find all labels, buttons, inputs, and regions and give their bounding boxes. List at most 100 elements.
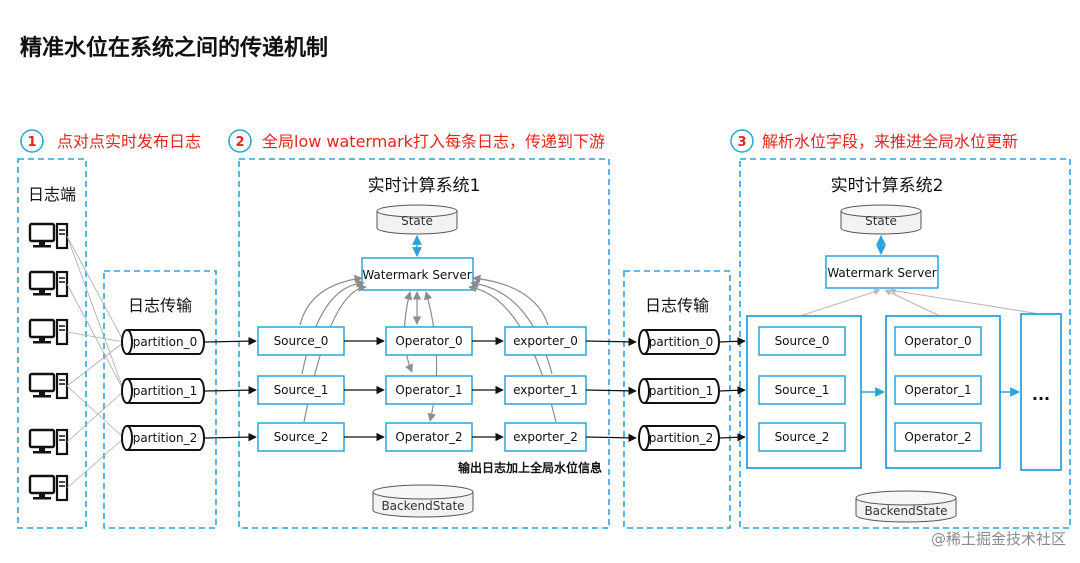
computer-stand <box>39 289 45 293</box>
system-1-state: State <box>376 204 458 235</box>
computer-icon <box>28 474 69 502</box>
computer-base <box>33 293 51 296</box>
transport-2-partition: partition_1 <box>638 378 720 404</box>
system-1-exporter-label: exporter_2 <box>513 430 578 444</box>
transport-1-partition-end <box>121 329 133 355</box>
transport-2-partition-label: partition_2 <box>649 431 714 445</box>
computer-base <box>33 497 51 500</box>
transport-2-partition-end <box>638 378 650 404</box>
system-1-source-label: Source_0 <box>274 334 329 348</box>
system-2-backend-label: BackendState <box>864 504 947 518</box>
system-1-flows <box>204 336 637 443</box>
system-2-feedback-arrows <box>799 287 1041 317</box>
flow-partition-to-system-2 <box>718 386 746 395</box>
transport-2-partition-label: partition_0 <box>649 335 714 349</box>
system-2-source-label: Source_2 <box>775 430 830 444</box>
transport-2-partition-end <box>638 425 650 451</box>
computer-partition-link <box>66 283 125 392</box>
system-2-state-cylinder <box>840 211 922 235</box>
system-1-backend-state: BackendState <box>372 484 474 518</box>
computer-partition-link <box>66 390 125 443</box>
system-1-label: 实时计算系统1 <box>368 176 481 196</box>
transport-1-partition: partition_0 <box>121 329 205 355</box>
step-2: 2 全局low watermark打入每条日志，传递到下游 <box>228 129 605 153</box>
computer-stand <box>39 337 45 341</box>
system-1-source-label: Source_2 <box>274 430 329 444</box>
flow-partition-to-source <box>204 336 257 346</box>
transport-2-group <box>623 270 731 529</box>
feedback-source-0 <box>299 274 363 326</box>
computer-monitor <box>28 474 56 495</box>
computer-icon <box>28 428 69 456</box>
system-2-operator-label: Operator_2 <box>904 430 971 444</box>
system-1-operator-label: Operator_2 <box>395 430 462 444</box>
log-side-group <box>17 158 87 529</box>
system-2-state-label: State <box>865 214 897 228</box>
step-2-text: 全局low watermark打入每条日志，传递到下游 <box>262 132 605 151</box>
system-1-feedback-arrows <box>299 274 557 423</box>
transport-2-label: 日志传输 <box>645 296 709 315</box>
system-1-state-label: State <box>401 214 433 228</box>
computer-tower <box>55 428 69 456</box>
transport-1-partition-label: partition_1 <box>133 384 198 398</box>
transport-2-partition: partition_2 <box>638 425 720 451</box>
site-watermark: @稀土掘金技术社区 <box>930 530 1066 548</box>
flow-exporter-to-partition <box>585 337 637 347</box>
computer-icon <box>28 270 69 298</box>
flow-partition-to-system-2 <box>718 337 746 346</box>
feedback-s2-sources <box>799 288 881 317</box>
computer-partition-link <box>66 235 125 392</box>
transport-2-partitions: partition_0 partition_1 partition_2 <box>638 329 720 451</box>
computer-list <box>28 222 69 502</box>
computer-monitor <box>28 222 56 243</box>
computer-tower <box>55 222 69 250</box>
system-1-operator-box <box>385 326 473 356</box>
system-2-source-label: Source_1 <box>775 383 830 397</box>
system-2-label: 实时计算系统2 <box>831 176 944 196</box>
feedback-s2-tail <box>889 287 1041 315</box>
system-1-exporter-box <box>504 326 587 356</box>
flow-partition-to-system-2 <box>718 433 746 442</box>
flow-partition-to-source <box>204 385 257 395</box>
computer-stand <box>39 493 45 497</box>
system-1-state-cylinder <box>376 211 458 235</box>
computer-icon <box>28 318 69 346</box>
computer-tower <box>55 270 69 298</box>
transport-1-partition-end <box>121 425 133 451</box>
computer-icon <box>28 222 69 250</box>
system-2-state: State <box>840 204 922 235</box>
computer-partition-link <box>66 385 125 439</box>
system-2-source-label: Source_0 <box>775 334 830 348</box>
feedback-operator-2 <box>423 291 438 422</box>
system-1-source-label: Source_1 <box>274 383 329 397</box>
computer-partition-link <box>66 331 125 343</box>
computer-partition-link <box>66 437 125 489</box>
computer-base <box>33 451 51 454</box>
computer-tower <box>55 474 69 502</box>
feedback-s2-operators <box>884 289 941 317</box>
step-3-circle <box>730 129 754 153</box>
transport-1-partition-body <box>127 425 205 451</box>
transport-2-partition-end <box>638 329 650 355</box>
computer-partition-link <box>66 341 125 387</box>
system-1-group <box>238 158 610 529</box>
system-2-backend-state: BackendState <box>855 490 957 523</box>
system-1-state-top <box>376 204 458 218</box>
computer-stand <box>39 241 45 245</box>
transport-1-partition-body <box>127 378 205 404</box>
step-1-circle <box>20 129 44 153</box>
transport-1-partition-body <box>127 329 205 355</box>
computer-monitor <box>28 428 56 449</box>
computer-icon <box>28 372 69 400</box>
system-1-operator-box <box>385 422 473 452</box>
transport-1-partition-end <box>121 378 133 404</box>
flow-exporter-to-partition <box>585 386 637 396</box>
step-2-circle <box>228 129 252 153</box>
system-1-exporter-label: exporter_0 <box>513 334 578 348</box>
step-1: 1 点对点实时发布日志 <box>20 129 201 153</box>
computer-partition-links <box>66 235 125 489</box>
transport-1-partition-label: partition_0 <box>133 335 198 349</box>
system-1-exporter-label: exporter_1 <box>513 383 578 397</box>
